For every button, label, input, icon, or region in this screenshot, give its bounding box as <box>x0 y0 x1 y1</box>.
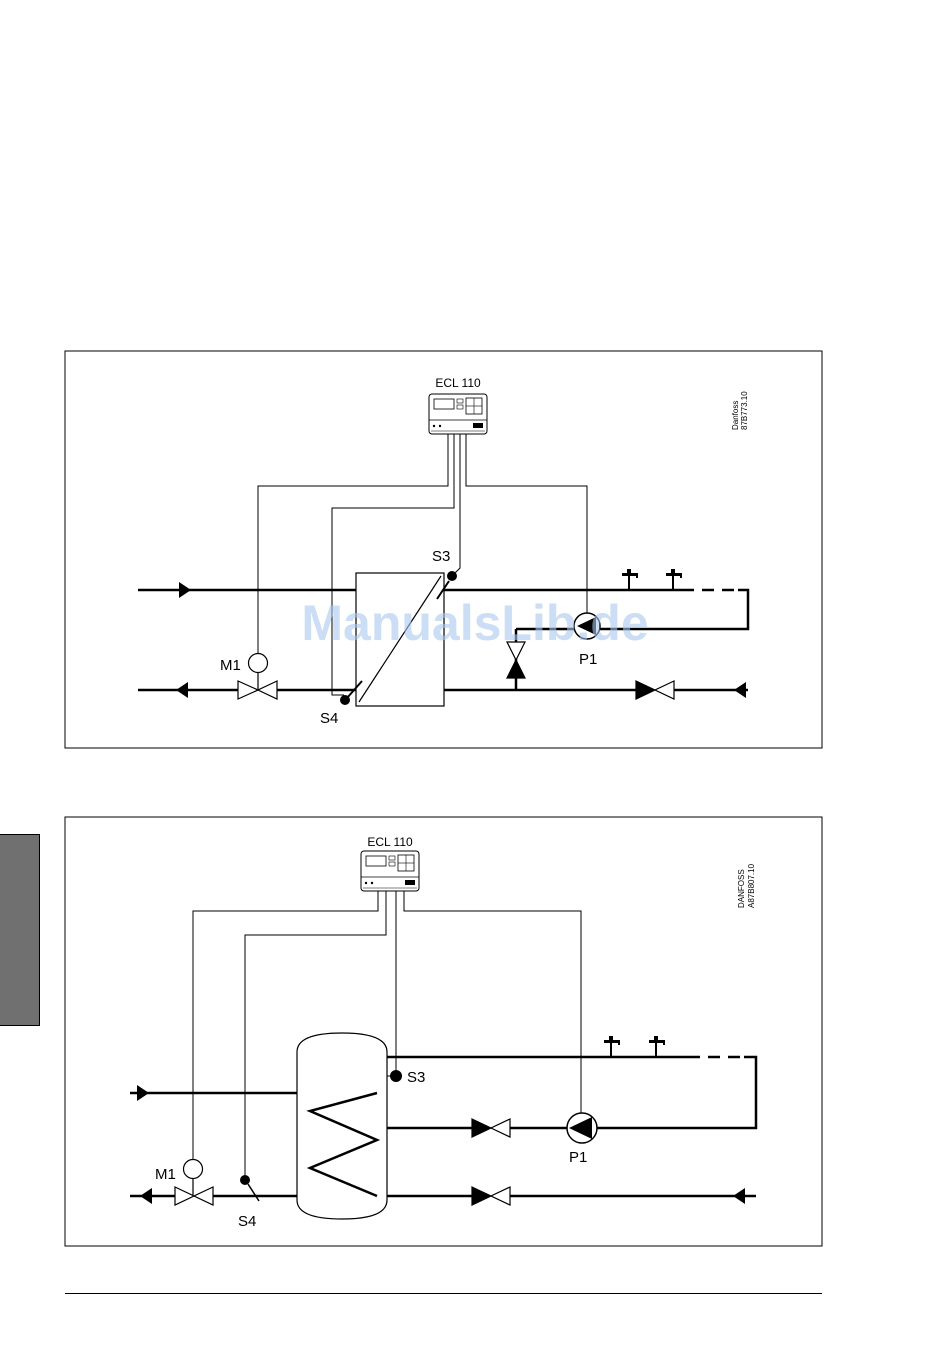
flow-arrow-icon <box>176 682 188 698</box>
watermark: ManualsLib.de <box>301 595 648 651</box>
faucet-icon <box>604 1036 620 1058</box>
flow-arrow-icon <box>179 582 191 598</box>
flow-arrow-icon <box>733 1188 745 1204</box>
ecl-controller-1 <box>429 394 487 434</box>
ecl-controller-2 <box>361 851 419 891</box>
label-p1: P1 <box>579 651 597 668</box>
sensor-s3-icon <box>390 1070 402 1082</box>
valve-m1-icon <box>238 681 258 699</box>
sensor-s3-icon <box>447 571 457 581</box>
label-m1: M1 <box>220 657 241 674</box>
label-s3: S3 <box>407 1069 425 1086</box>
valve-m1-icon <box>175 1187 194 1205</box>
valve-icon <box>472 1187 491 1205</box>
faucet-icon <box>622 569 638 591</box>
section-side-tab <box>0 834 40 1026</box>
controller-label-2: ECL 110 <box>367 835 413 849</box>
diagram-2-frame <box>65 817 822 1246</box>
faucet-icon <box>649 1036 665 1058</box>
flow-arrow-icon <box>140 1188 152 1204</box>
sensor-s4-icon <box>340 695 350 705</box>
sensor-s4-probe <box>248 1184 259 1201</box>
label-s3: S3 <box>432 548 450 565</box>
diagram-heat-exchanger: ECL 110 Danfoss 87B773.10 <box>65 351 822 748</box>
actuator-m1-icon <box>249 654 268 673</box>
pipework-2 <box>130 1057 756 1196</box>
flow-arrow-icon <box>137 1085 149 1101</box>
drawing-code-2-b: A87B807.10 <box>747 863 756 908</box>
flow-arrow-icon <box>734 682 746 698</box>
drawing-code-2-a: DANFOSS <box>737 869 746 908</box>
label-p1: P1 <box>569 1149 587 1166</box>
valve-icon <box>636 681 655 699</box>
label-m1: M1 <box>155 1166 176 1183</box>
sensor-s4-icon <box>240 1175 250 1185</box>
diagram-storage-tank: ECL 110 DANFOSS A87B807.10 <box>65 817 822 1246</box>
drawing-code-1-b: 87B773.10 <box>740 391 749 430</box>
actuator-m1-icon <box>184 1160 203 1179</box>
valve-icon <box>472 1119 491 1137</box>
footer-rule <box>65 1293 822 1294</box>
controller-label-1: ECL 110 <box>435 376 481 390</box>
label-s4: S4 <box>238 1213 256 1230</box>
faucet-icon <box>666 569 682 591</box>
label-s4: S4 <box>320 710 338 727</box>
drawing-code-1-a: Danfoss <box>731 401 740 430</box>
